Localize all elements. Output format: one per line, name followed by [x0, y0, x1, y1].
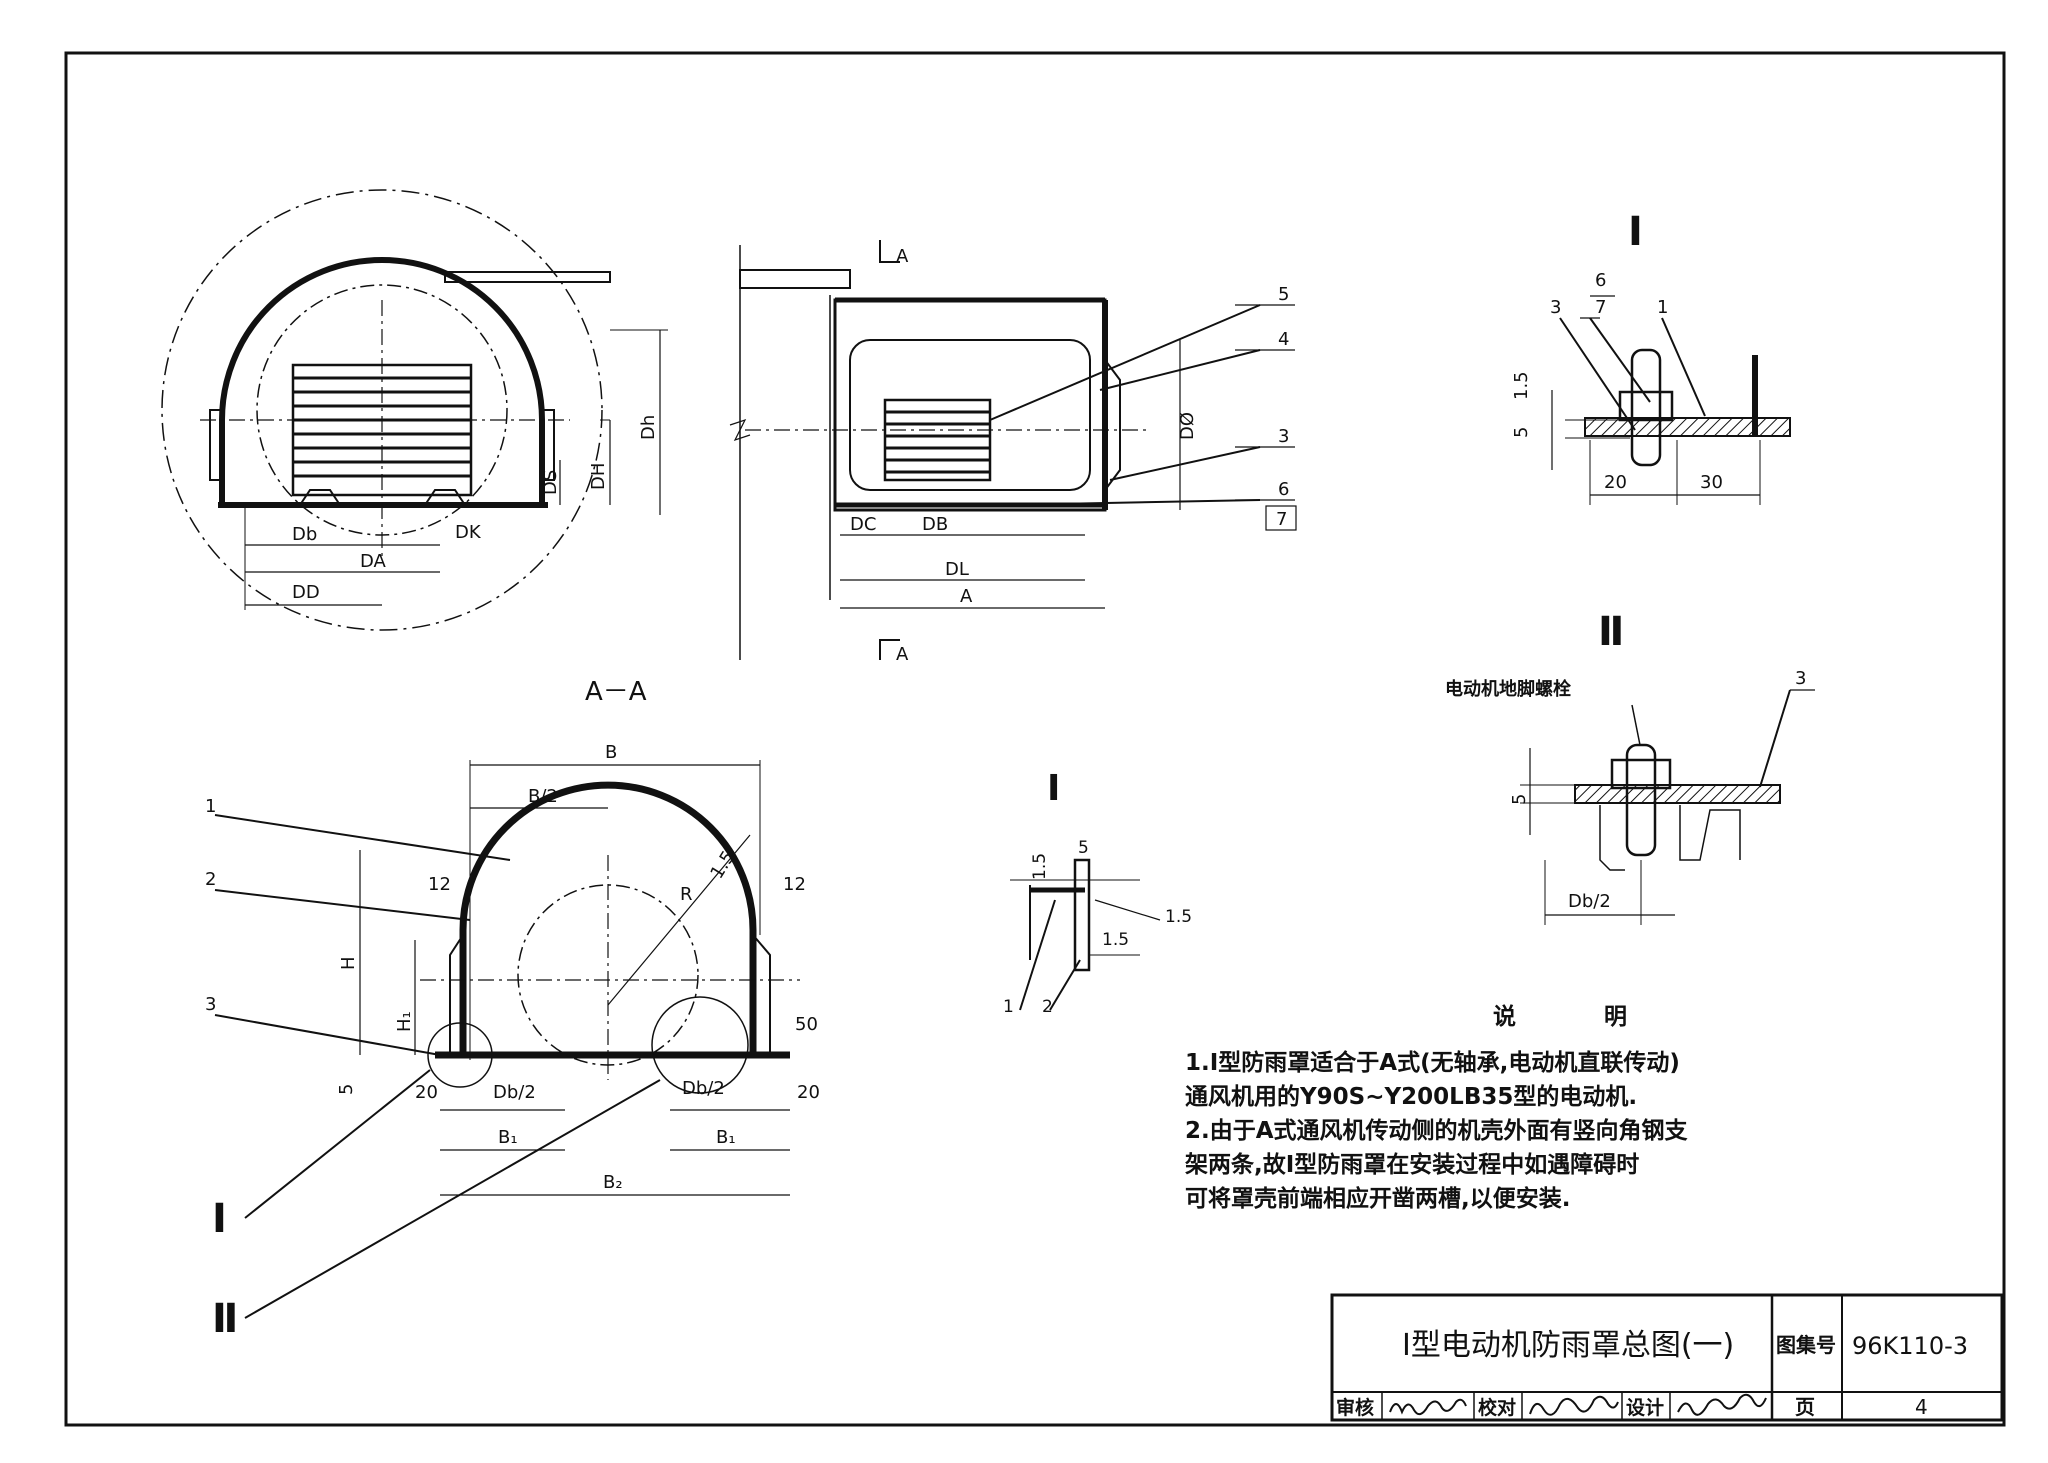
- dim-DK: DK: [455, 522, 482, 543]
- detail-I-top-title: Ⅰ: [1628, 209, 1643, 255]
- part-number-3: 3: [1278, 426, 1289, 447]
- detail-II: [1520, 689, 1815, 925]
- section-view: [214, 760, 800, 1319]
- notes-line-5: 可将罩壳前端相应开凿两槽,以便安装.: [1185, 1186, 1571, 1212]
- dim-B2: B₂: [603, 1172, 623, 1193]
- section-view-title: A－A: [585, 677, 647, 707]
- detail-I-top: [1551, 295, 1791, 505]
- part-number-2: 2: [205, 869, 216, 890]
- dim-12-right: 12: [783, 874, 806, 895]
- part-number-6: 6: [1278, 479, 1289, 500]
- side-view: [729, 240, 1297, 660]
- design-label: 设计: [1626, 1397, 1664, 1419]
- dim-B1-left: B₁: [498, 1127, 518, 1148]
- part-number-3: 3: [205, 994, 216, 1015]
- detail-I-top-dim-20: 20: [1604, 472, 1627, 493]
- detail-I-top-part-7: 7: [1595, 297, 1606, 318]
- notes: 说 明 1.Ⅰ型防雨罩适合于A式(无轴承,电动机直联传动) 通风机用的Y90S~…: [1185, 1000, 1915, 1216]
- dim-20-right: 20: [797, 1082, 820, 1103]
- detail-mark-II: Ⅱ: [212, 1296, 238, 1342]
- dim-Db: Db: [292, 524, 317, 545]
- detail-I-small-dim-1-5-top: 1.5: [1030, 853, 1050, 880]
- front-view: [161, 189, 668, 631]
- dim-Dh: Dh: [638, 415, 659, 440]
- dim-D-diameter: DØ: [1177, 412, 1198, 440]
- dim-B1-right: B₁: [716, 1127, 736, 1148]
- detail-II-title: Ⅱ: [1598, 609, 1624, 655]
- dim-5: 5: [336, 1084, 357, 1095]
- detail-I-top-part-6: 6: [1595, 270, 1606, 291]
- detail-I-top-part-3: 3: [1550, 297, 1561, 318]
- detail-I-small-part-2: 2: [1042, 997, 1053, 1017]
- dim-B-half: B/2: [528, 786, 558, 807]
- dim-DC: DC: [850, 514, 876, 535]
- dim-20-left: 20: [415, 1082, 438, 1103]
- notes-line-4: 架两条,故Ⅰ型防雨罩在安装过程中如遇障碍时: [1185, 1152, 1640, 1178]
- part-number-5: 5: [1278, 284, 1289, 305]
- atlas-number: 96K110-3: [1852, 1332, 1968, 1360]
- dim-DH: DH: [588, 463, 609, 490]
- detail-I-small-title: Ⅰ: [1047, 768, 1060, 809]
- dim-50: 50: [795, 1014, 818, 1035]
- dim-Db-half-left: Db/2: [493, 1082, 536, 1103]
- part-number-7: 7: [1276, 509, 1287, 530]
- detail-I-small-part-1: 1: [1003, 997, 1014, 1017]
- detail-I-top-part-1: 1: [1657, 297, 1668, 318]
- part-number-4: 4: [1278, 329, 1289, 350]
- detail-II-dim-5: 5: [1509, 794, 1530, 805]
- dim-B: B: [605, 742, 617, 763]
- drawing-title: Ⅰ型电动机防雨罩总图(一): [1402, 1328, 1734, 1363]
- dim-Db-half-right: Db/2: [682, 1078, 725, 1099]
- part-number-1: 1: [205, 796, 216, 817]
- detail-I-small-dim-5: 5: [1078, 838, 1089, 858]
- notes-line-3: 2.由于A式通风机传动侧的机壳外面有竖向角钢支: [1185, 1118, 1688, 1144]
- detail-I-top-dim-1-5: 1.5: [1511, 371, 1532, 400]
- dim-DD: DD: [292, 582, 320, 603]
- detail-mark-I: Ⅰ: [212, 1196, 227, 1242]
- section-mark-bottom: A: [896, 644, 909, 665]
- page-label: 页: [1795, 1395, 1815, 1419]
- dim-R: R: [680, 884, 693, 905]
- dim-12-left: 12: [428, 874, 451, 895]
- page-number: 4: [1915, 1395, 1928, 1419]
- notes-line-1: 1.Ⅰ型防雨罩适合于A式(无轴承,电动机直联传动): [1185, 1050, 1680, 1076]
- dim-H1: H₁: [394, 1011, 415, 1032]
- section-mark-top: A: [896, 246, 909, 267]
- dim-DS: DS: [540, 470, 561, 495]
- detail-I-top-dim-30: 30: [1700, 472, 1723, 493]
- dim-A-length: A: [960, 586, 973, 607]
- dim-DB: DB: [922, 514, 948, 535]
- dim-H: H: [338, 956, 359, 970]
- detail-II-dim-Db-half: Db/2: [1568, 891, 1611, 912]
- notes-heading: 说 明: [1492, 1004, 1667, 1030]
- detail-I-small-dim-1-5-side: 1.5: [1165, 907, 1192, 927]
- notes-line-2: 通风机用的Y90S~Y200LB35型的电动机.: [1185, 1084, 1638, 1110]
- review-label: 审核: [1336, 1396, 1374, 1419]
- dim-DA: DA: [360, 551, 387, 572]
- title-block: [1330, 1293, 2004, 1422]
- drawing-frame: [64, 51, 2006, 1427]
- detail-II-annotation: 电动机地脚螺栓: [1445, 678, 1571, 700]
- detail-I-top-dim-5: 5: [1511, 427, 1532, 438]
- detail-I-small: [1010, 858, 1161, 1011]
- signatures: [1389, 1393, 1767, 1416]
- atlas-label: 图集号: [1776, 1333, 1836, 1357]
- detail-I-small-dim-1-5-right: 1.5: [1102, 930, 1129, 950]
- dim-DL: DL: [945, 559, 969, 580]
- detail-II-part-3: 3: [1795, 668, 1806, 689]
- check-label: 校对: [1478, 1396, 1516, 1419]
